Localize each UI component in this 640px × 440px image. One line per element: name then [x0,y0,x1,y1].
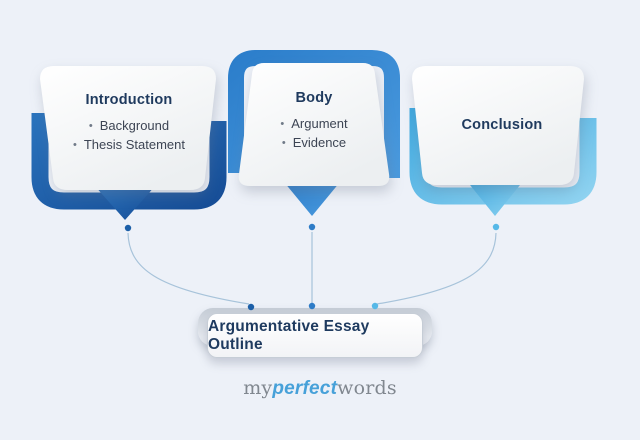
outline-box-group: Argumentative Essay Outline [198,308,432,362]
logo-highlight: perfect [272,378,338,399]
outline-box-label: Argumentative Essay Outline [208,317,370,353]
card-conclusion-face [412,66,584,185]
card-introduction: Introduction Background Thesis Statement [24,55,234,245]
logo-prefix: my [243,377,273,399]
card-introduction-face [40,66,216,190]
arrow-down-body [284,182,340,216]
arrow-down-conclusion [466,180,524,216]
card-body-face [238,63,390,186]
card-introduction-shape [31,66,227,220]
logo-suffix: words [337,377,397,399]
brand-logo: myperfectwords [0,377,640,400]
card-conclusion: Conclusion [402,56,602,246]
arrow-down-introduction [94,185,156,220]
ribbon-body [228,50,400,178]
card-conclusion-shape [409,66,597,216]
outline-box: Argumentative Essay Outline [207,313,423,358]
card-body-shape [228,50,400,216]
card-body: Body Argument Evidence [222,38,406,230]
